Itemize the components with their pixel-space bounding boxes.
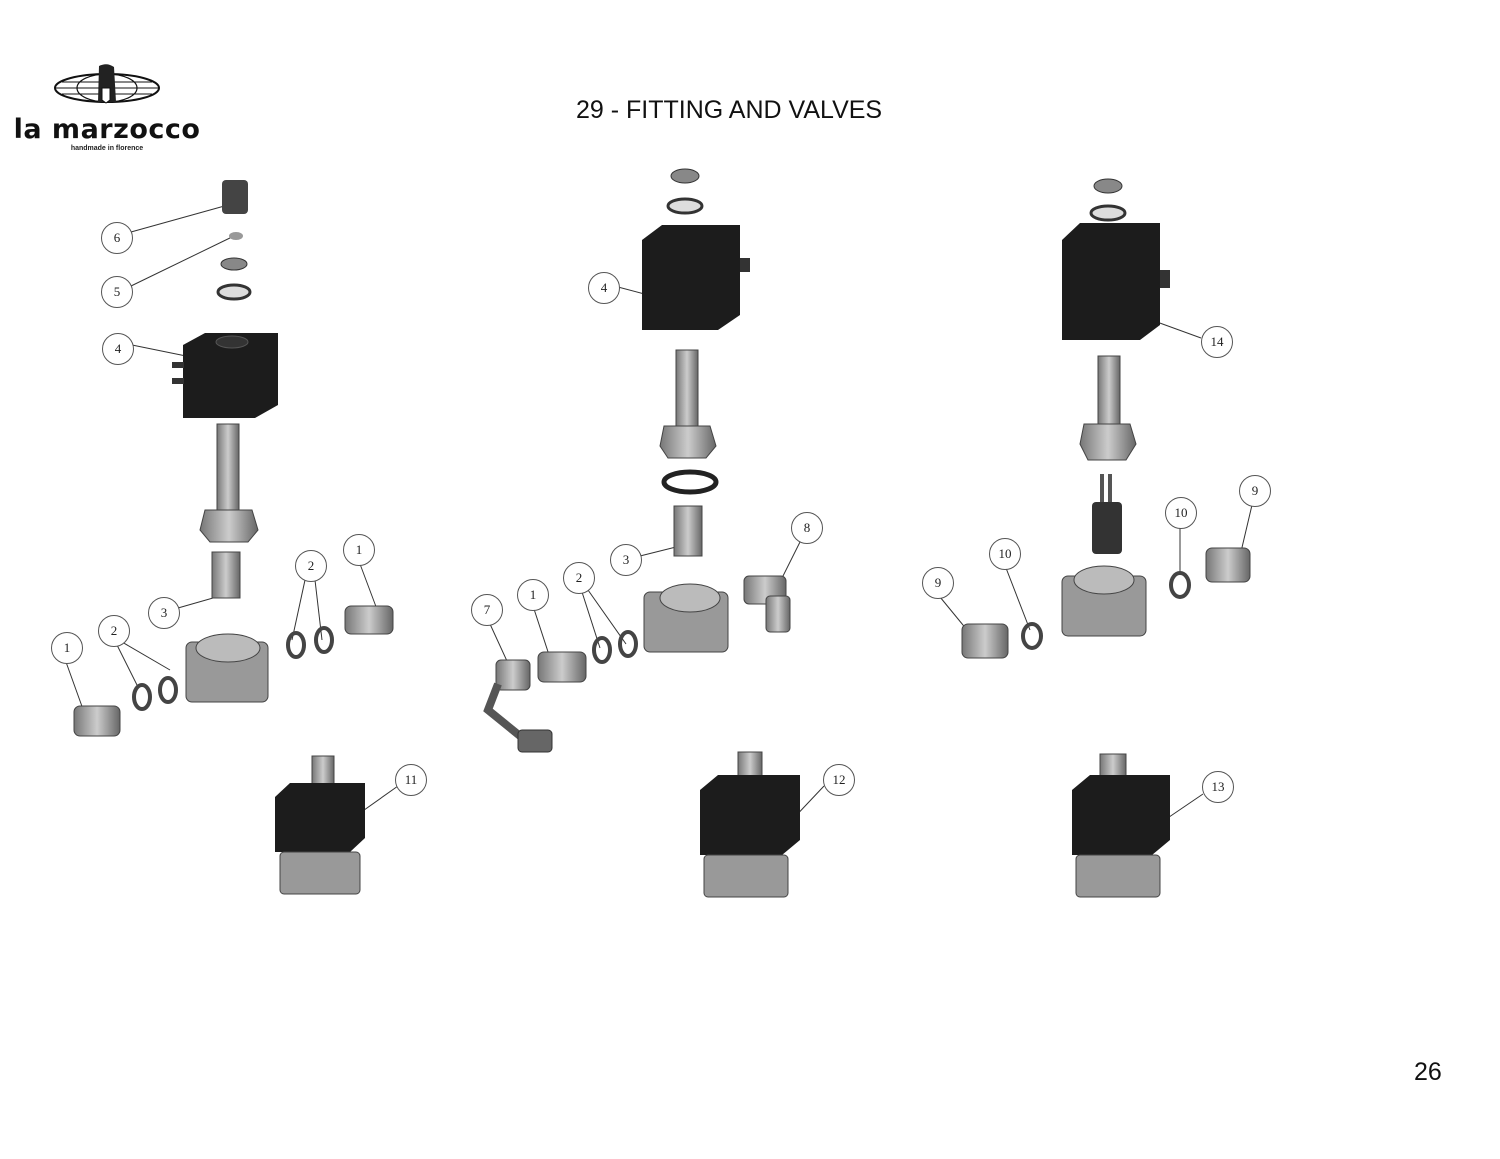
right-valve-assembly — [961, 178, 1251, 659]
brand-name: la marzocco — [13, 114, 201, 145]
callout-9: 9 — [1239, 475, 1271, 507]
page-number: 26 — [1414, 1058, 1442, 1086]
callout-12: 12 — [823, 764, 855, 796]
globe-lion-emblem-icon — [54, 64, 160, 104]
callout-3: 3 — [610, 544, 642, 576]
callout-4: 4 — [588, 272, 620, 304]
left-valve-assembly — [73, 180, 394, 737]
brand-tagline: handmade in florence — [70, 145, 144, 152]
la-marzocco-logo: la marzocco handmade in florence — [12, 62, 202, 152]
callout-7: 7 — [471, 594, 503, 626]
callout-9: 9 — [922, 567, 954, 599]
callout-10: 10 — [1165, 497, 1197, 529]
callout-2: 2 — [295, 550, 327, 582]
callout-5: 5 — [101, 276, 133, 308]
middle-valve-assembly — [483, 168, 791, 753]
callout-1: 1 — [51, 632, 83, 664]
callout-6: 6 — [101, 222, 133, 254]
callout-10: 10 — [989, 538, 1021, 570]
callout-2: 2 — [563, 562, 595, 594]
callout-4: 4 — [102, 333, 134, 365]
callout-3: 3 — [148, 597, 180, 629]
callout-14: 14 — [1201, 326, 1233, 358]
callout-1: 1 — [343, 534, 375, 566]
complete-valve-12 — [700, 751, 800, 898]
callout-2: 2 — [98, 615, 130, 647]
complete-valve-11 — [275, 755, 365, 895]
callout-1: 1 — [517, 579, 549, 611]
complete-valve-13 — [1072, 753, 1170, 898]
callout-13: 13 — [1202, 771, 1234, 803]
callout-8: 8 — [791, 512, 823, 544]
callout-11: 11 — [395, 764, 427, 796]
page-title: 29 - FITTING AND VALVES — [576, 96, 883, 124]
